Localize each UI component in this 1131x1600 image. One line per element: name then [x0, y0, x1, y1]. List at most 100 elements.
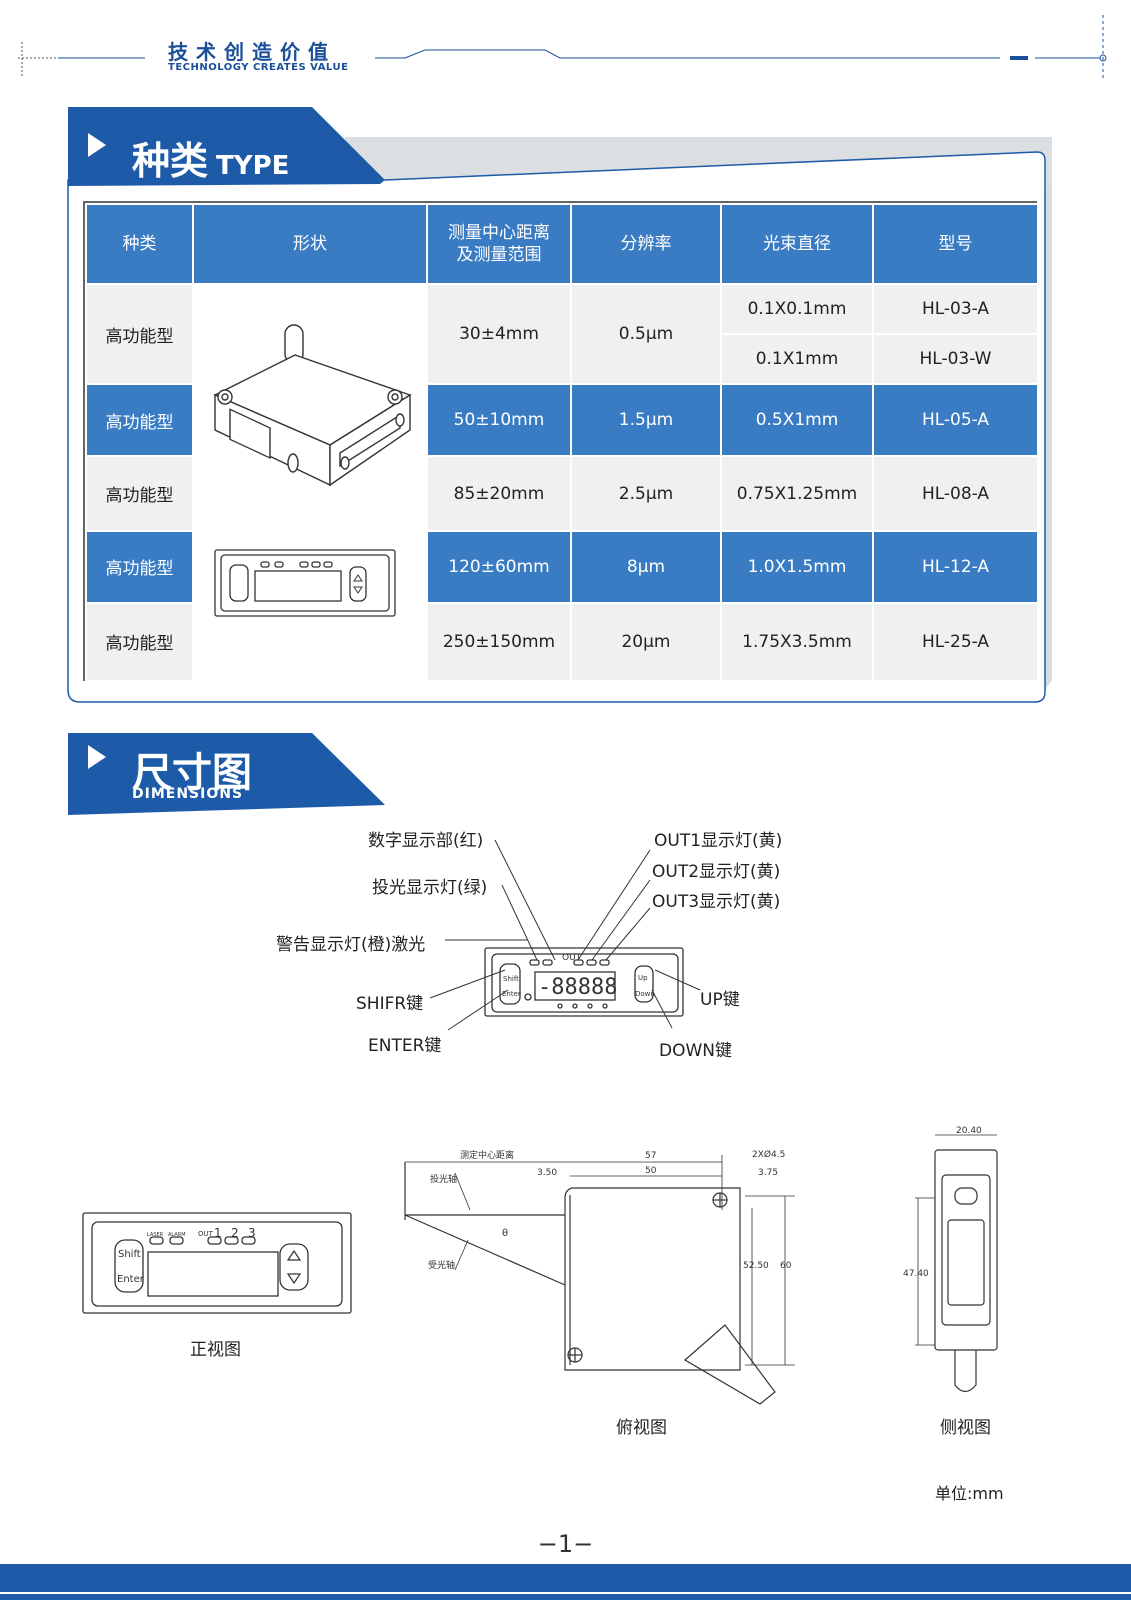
- top-d5250: 52.50: [743, 1261, 769, 1271]
- dim-section-title-en: DIMENSIONS: [132, 786, 244, 802]
- table-row: 高功能型 50±10mm 1.5μm 0.5X1mm HL-05-A: [85, 383, 1039, 458]
- caption-side-view: 侧视图: [940, 1418, 991, 1438]
- panel-digits: -88888: [538, 975, 617, 1000]
- unit-note: 单位:mm: [935, 1484, 1004, 1503]
- table-header-row: 种类 形状 测量中心距离及测量范围 分辨率 光束直径 型号: [85, 203, 1039, 285]
- type-title-cn: 种类: [132, 139, 209, 183]
- cell-range: 250±150mm: [426, 601, 572, 683]
- front-out2-num: 2: [231, 1226, 239, 1240]
- top-center-distance: 测定中心距离: [460, 1149, 514, 1161]
- table-row: 高功能型: [85, 282, 1039, 682]
- header-title: 技术创造价值: [168, 40, 336, 64]
- front-view-drawing: Shift Enter LASER ALARM OUT 1 2 3: [82, 1212, 352, 1314]
- cell-kind: 高功能型: [85, 529, 194, 604]
- top-emit-axis: 投光轴: [430, 1173, 457, 1185]
- header-decoration: [18, 15, 1107, 80]
- table-row: 高功能型 120±60mm 8μm 1.0X1.5mm HL-12-A: [85, 529, 1039, 604]
- header-resolution: 分辨率: [570, 203, 722, 285]
- footer-bar: [0, 1564, 1131, 1592]
- side-d2040: 20.40: [956, 1126, 982, 1136]
- cell-model: HL-05-A: [872, 383, 1039, 458]
- cell-model: HL-25-A: [872, 601, 1039, 683]
- cell-beam: 0.75X1.25mm: [720, 455, 874, 532]
- cell-beam: 1.0X1.5mm: [720, 529, 874, 604]
- cell-resolution: 20μm: [570, 601, 722, 683]
- panel-down-text: Down: [635, 990, 655, 998]
- cell-model: HL-03-A: [872, 282, 1039, 336]
- front-out-text: OUT: [198, 1230, 214, 1238]
- cell-resolution: 2.5μm: [570, 455, 722, 532]
- cell-beam: 0.5X1mm: [720, 383, 874, 458]
- table-row: 0.1X1mm HL-03-W: [86, 333, 1039, 386]
- label-shift-key: SHIFR键: [356, 994, 424, 1014]
- label-enter-key: ENTER键: [368, 1036, 442, 1056]
- top-hole: 2XØ4.5: [752, 1149, 785, 1160]
- header-range: 测量中心距离及测量范围: [426, 203, 572, 285]
- header-range-line2: 及测量范围: [456, 245, 542, 265]
- label-digital-display: 数字显示部(红): [368, 831, 484, 851]
- cell-model: HL-03-W: [872, 333, 1039, 386]
- top-d375: 3.75: [758, 1168, 778, 1178]
- top-recv-axis: 受光轴: [428, 1259, 455, 1271]
- cell-range: 85±20mm: [426, 455, 572, 532]
- label-projector-lamp: 投光显示灯(绿): [372, 878, 488, 898]
- top-view-drawing: 测定中心距离 投光轴 受光轴 θ 57 50 3.50 3.75 2XØ4.5 …: [404, 1149, 795, 1405]
- caption-top-view: 俯视图: [616, 1418, 667, 1438]
- side-view-drawing: 20.40 47.40: [903, 1126, 998, 1393]
- header-model: 型号: [872, 203, 1039, 285]
- header-subtitle: TECHNOLOGY CREATES VALUE: [168, 62, 349, 73]
- cell-shape: [192, 283, 428, 682]
- panel-enter-text: Enter: [502, 990, 521, 998]
- label-out1-lamp: OUT1显示灯(黄): [654, 831, 783, 851]
- front-out3-num: 3: [248, 1226, 256, 1240]
- header-shape: 形状: [192, 203, 428, 285]
- footer-line: [0, 1594, 1131, 1600]
- label-alarm-lamp: 警告显示灯(橙)激光: [276, 935, 426, 955]
- cell-resolution: 0.5μm: [570, 282, 722, 386]
- front-shift-text: Shift: [118, 1249, 141, 1260]
- cell-range: 120±60mm: [426, 529, 572, 604]
- label-up-key: UP键: [700, 990, 740, 1010]
- cell-model: HL-08-A: [872, 455, 1039, 532]
- page-number: −1−: [537, 1530, 594, 1558]
- front-laser-text: LASER: [147, 1232, 164, 1238]
- cell-kind: 高功能型: [85, 282, 194, 386]
- cell-resolution: 8μm: [570, 529, 722, 604]
- panel-out-label: OUT: [562, 953, 582, 963]
- front-out1-num: 1: [214, 1226, 222, 1240]
- cell-resolution: 1.5μm: [570, 383, 722, 458]
- side-d4740: 47.40: [903, 1269, 929, 1279]
- cell-range: 30±4mm: [426, 282, 572, 386]
- top-d57: 57: [645, 1151, 656, 1161]
- table-row: 高功能型 85±20mm 2.5μm 0.75X1.25mm HL-08-A: [85, 455, 1039, 532]
- caption-front-view: 正视图: [190, 1340, 241, 1360]
- cell-range: 50±10mm: [426, 383, 572, 458]
- label-down-key: DOWN键: [659, 1041, 732, 1061]
- top-d50: 50: [645, 1166, 657, 1176]
- top-d60: 60: [780, 1261, 792, 1271]
- top-theta: θ: [502, 1228, 508, 1239]
- dim-section-tab: [68, 733, 385, 815]
- panel-shift-text: Shift: [503, 975, 519, 983]
- front-alarm-text: ALARM: [168, 1232, 186, 1238]
- table-row: 高功能型 250±150mm 20μm 1.75X3.5mm HL-25-A: [85, 601, 1039, 683]
- cell-kind: 高功能型: [85, 383, 194, 458]
- top-d350: 3.50: [537, 1168, 557, 1178]
- cell-beam: 0.1X1mm: [720, 333, 874, 386]
- cell-model: HL-12-A: [872, 529, 1039, 604]
- type-title-en: TYPE: [216, 151, 290, 181]
- panel-callout-diagram: Shift Enter Up Down -88888 OUT: [429, 840, 701, 1031]
- spec-table: 种类 形状 测量中心距离及测量范围 分辨率 光束直径 型号 高功能型: [85, 203, 1039, 683]
- cell-kind: 高功能型: [85, 455, 194, 532]
- front-enter-text: Enter: [117, 1274, 145, 1285]
- cell-beam: 1.75X3.5mm: [720, 601, 874, 683]
- product-image: [213, 324, 412, 617]
- header-kind: 种类: [85, 203, 194, 285]
- dim-section-title: 尺寸图: [132, 750, 252, 796]
- label-out2-lamp: OUT2显示灯(黄): [652, 862, 781, 882]
- cell-beam: 0.1X0.1mm: [720, 282, 874, 336]
- panel-up-text: Up: [638, 974, 648, 982]
- header-range-line1: 测量中心距离: [448, 223, 550, 243]
- cell-kind: 高功能型: [85, 601, 194, 683]
